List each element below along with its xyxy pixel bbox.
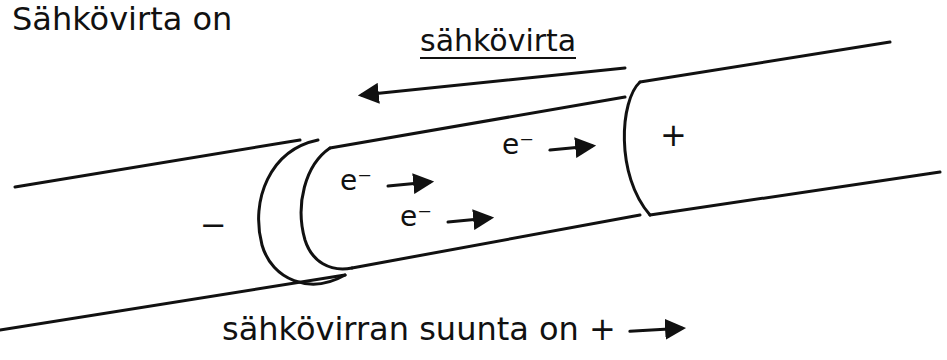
electron-label: e⁻ [340,166,372,197]
cable-edge [15,140,300,187]
polarity-sign: − [200,208,227,243]
electron-arrow [388,182,430,186]
conductor-edge [330,97,625,148]
electron-label: e⁻ [400,202,432,233]
cable-edge [640,42,890,82]
electron-arrow [448,218,490,222]
heading-text: Sähkövirta on [12,2,232,37]
direction-arrow [630,328,682,331]
electron-label: e⁻ [502,130,534,161]
conductor-edge [352,215,640,268]
cable-end [624,82,650,215]
electron-arrow [550,146,592,150]
arrow-label: sähkövirta [420,24,576,59]
polarity-sign: + [660,118,687,153]
current-arrow [362,68,625,95]
cable-edge [650,172,940,215]
note-text: sähkövirran suunta on + [222,312,616,347]
